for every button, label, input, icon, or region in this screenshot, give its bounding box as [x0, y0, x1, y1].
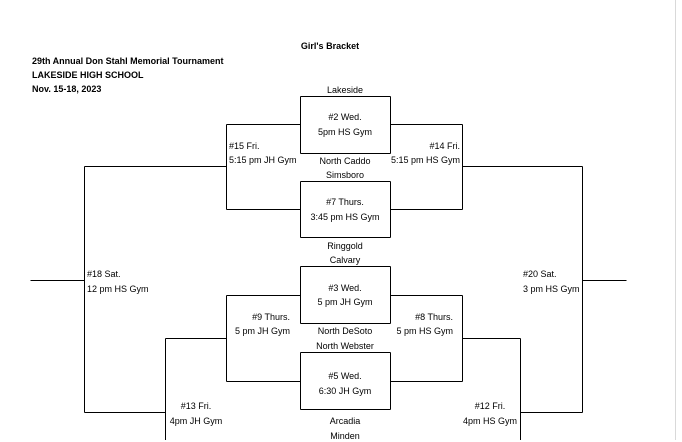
game-18-day: #18 Sat. [87, 269, 121, 279]
tournament-name: 29th Annual Don Stahl Memorial Tournamen… [32, 56, 224, 66]
game-18-time: 12 pm HS Gym [87, 284, 149, 294]
game-5-time: 6:30 JH Gym [318, 386, 372, 396]
game-2-day: #2 Wed. [328, 112, 362, 122]
game-3-time: 5 pm JH Gym [317, 297, 373, 307]
team-ringgold: Ringgold [327, 241, 363, 251]
game-5-day: #5 Wed. [328, 371, 362, 381]
game-13-time: 4pm JH Gym [169, 416, 223, 426]
game-3-day: #3 Wed. [328, 283, 362, 293]
team-lakeside: Lakeside [326, 85, 364, 95]
tournament-dates: Nov. 15-18, 2023 [32, 84, 102, 94]
game-13-day: #13 Fri. [180, 401, 212, 411]
game-15-day: #15 Fri. [229, 141, 260, 151]
school-name: LAKESIDE HIGH SCHOOL [32, 70, 144, 80]
team-north-webster: North Webster [316, 341, 374, 351]
game-9-time: 5 pm JH Gym [234, 326, 290, 336]
game-15-time: 5:15 pm JH Gym [229, 155, 297, 165]
game-20-day: #20 Sat. [523, 269, 557, 279]
game-12-time: 4pm HS Gym [462, 416, 518, 426]
team-simsboro: Simsboro [325, 170, 365, 180]
game-9-day: #9 Thurs. [252, 312, 290, 322]
page-edge [675, 0, 676, 440]
game-12-day: #12 Fri. [474, 401, 506, 411]
game-7-day: #7 Thurs. [326, 197, 364, 207]
team-north-caddo: North Caddo [319, 156, 371, 166]
team-north-desoto: North DeSoto [317, 326, 373, 336]
game-7-time: 3:45 pm HS Gym [310, 212, 380, 222]
bracket-title: Girl's Bracket [300, 41, 360, 51]
game-2-time: 5pm HS Gym [317, 127, 373, 137]
team-minden: Minden [330, 431, 360, 441]
game-14-time: 5:15 pm HS Gym [390, 155, 460, 165]
game-20-time: 3 pm HS Gym [523, 284, 580, 294]
team-arcadia: Arcadia [329, 416, 361, 426]
game-8-day: #8 Thurs. [415, 312, 453, 322]
team-calvary: Calvary [329, 255, 361, 265]
game-8-time: 5 pm HS Gym [396, 326, 453, 336]
game-14-day: #14 Fri. [429, 141, 460, 151]
